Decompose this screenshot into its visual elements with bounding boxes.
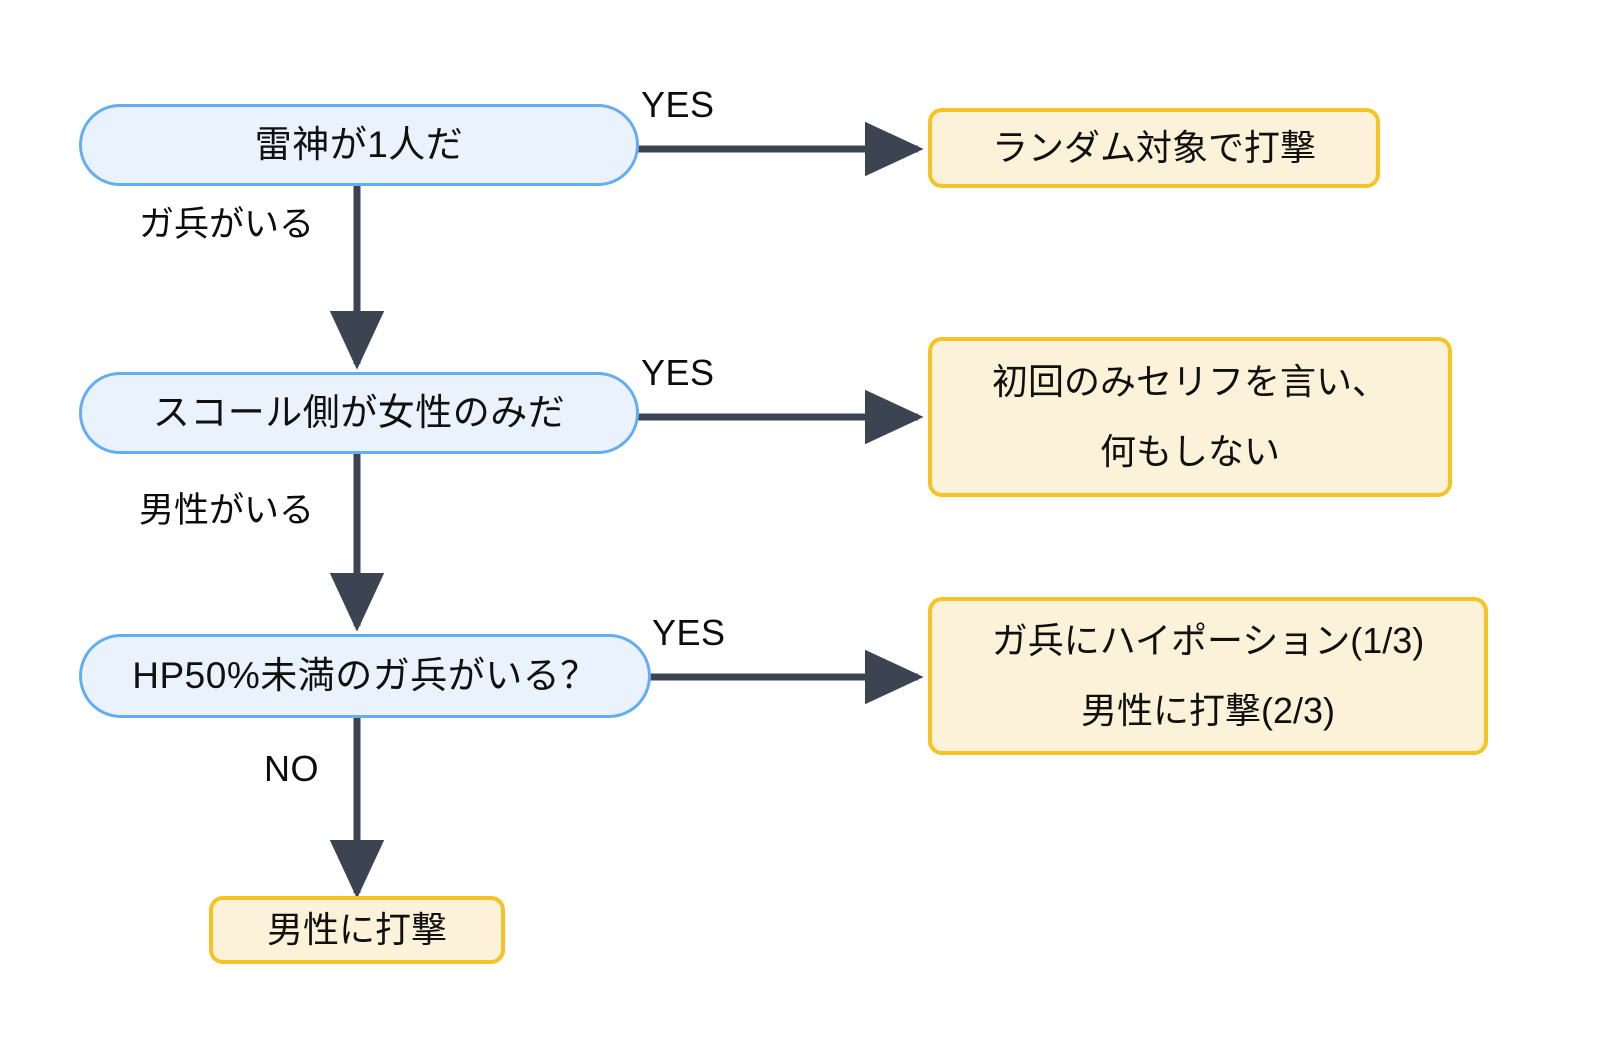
- action-node-hi-potion-or-strike[interactable]: ガ兵にハイポーション(1/3) 男性に打撃(2/3): [928, 597, 1488, 755]
- node-label-lines: 初回のみセリフを言い、 何もしない: [932, 356, 1448, 478]
- edge-label-yes-2: YES: [641, 352, 715, 393]
- decision-node-hp-below-50-percent[interactable]: HP50%未満のガ兵がいる？: [79, 634, 651, 718]
- node-label-lines: ガ兵にハイポーション(1/3) 男性に打撃(2/3): [932, 615, 1484, 737]
- edge-label-ga-soldier-present: ガ兵がいる: [139, 205, 315, 244]
- action-node-random-target-strike[interactable]: ランダム対象で打撃: [928, 108, 1380, 188]
- decision-node-squall-side-female-only[interactable]: スコール側が女性のみだ: [79, 372, 639, 454]
- edge-label-yes-1: YES: [641, 84, 715, 125]
- edge-label-no: NO: [264, 748, 319, 789]
- node-label-line-2: 男性に打撃(2/3): [1080, 690, 1336, 731]
- node-label-line-1: ランダム対象で打撃: [991, 126, 1316, 168]
- action-node-first-time-dialogue-only[interactable]: 初回のみセリフを言い、 何もしない: [928, 337, 1452, 497]
- node-label-line-1: ガ兵にハイポーション(1/3): [991, 619, 1425, 661]
- action-node-strike-male[interactable]: 男性に打撃: [209, 896, 505, 964]
- node-label: HP50%未満のガ兵がいる？: [132, 654, 598, 696]
- edge-label-yes-3: YES: [652, 612, 726, 653]
- decision-node-raijin-count[interactable]: 雷神が1人だ: [79, 104, 639, 186]
- node-label-line-1: 男性に打撃: [266, 908, 447, 950]
- node-label: 雷神が1人だ: [254, 123, 464, 165]
- node-label-line-1: 初回のみセリフを言い、: [991, 360, 1388, 402]
- edge-label-male-present: 男性がいる: [139, 491, 315, 530]
- node-label-lines: 男性に打撃: [213, 904, 501, 956]
- node-label: スコール側が女性のみだ: [152, 391, 566, 433]
- node-label-line-2: 何もしない: [1099, 431, 1280, 472]
- node-label-lines: ランダム対象で打撃: [932, 122, 1376, 174]
